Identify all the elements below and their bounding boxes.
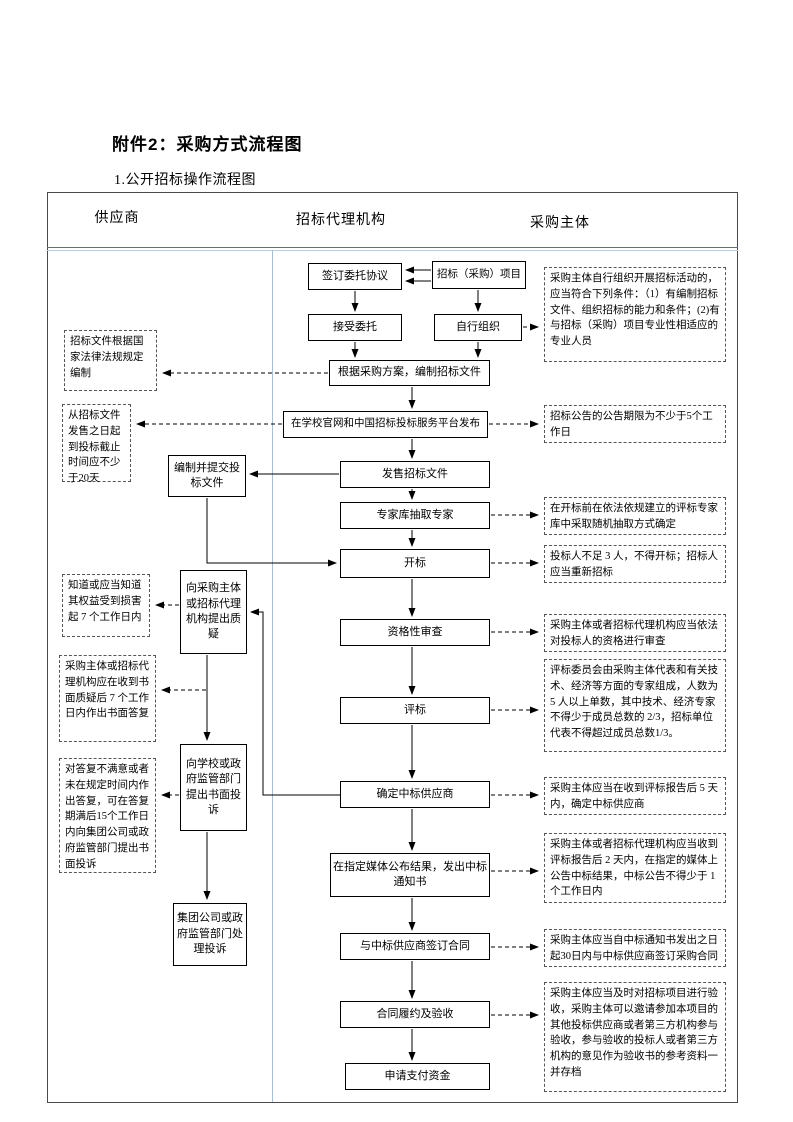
supplier-box-raise-query: 向采购主体或招标代理机构提出质疑 [180,570,247,654]
process-box-determine-winner: 确定中标供应商 [340,781,490,808]
note-self-organize-conditions: 采购主体自行组织开展招标活动的，应当符合下列条件：（1）有编制招标文件、组织招标… [544,267,726,362]
note-contract-within-30days: 采购主体应当自中标通知书发出之日起30日内与中标供应商签订采购合同 [544,929,726,967]
page-subtitle: 1.公开招标操作流程图 [114,173,256,188]
column-header-supplier: 供应商 [94,211,140,226]
note-docs-per-law: 招标文件根据国家法律法规规定编制 [64,330,157,391]
process-box-announce-result: 在指定媒体公布结果，发出中标通知书 [330,853,490,897]
column-header-agency: 招标代理机构 [296,213,386,228]
process-box-self-organize: 自行组织 [434,314,522,341]
note-qualification-by-law: 采购主体或者招标代理机构应当依法对投标人的资格进行审查 [544,614,726,652]
process-box-performance-acceptance: 合同履约及验收 [340,1001,490,1028]
note-evaluation-committee: 评标委员会由采购主体代表和有关技术、经济等方面的专家组成，人数为 5 人以上单数… [544,659,726,752]
header-rule [47,247,738,248]
process-box-draw-experts: 专家库抽取专家 [340,502,490,529]
process-box-publish: 在学校官网和中国招标投标服务平台发布 [283,411,488,438]
supplier-box-prepare-bid: 编制并提交投标文件 [168,455,246,497]
note-acceptance-procedure: 采购主体应当及时对招标项目进行验收，采购主体可以邀请参加本项目的其他投标供应商或… [544,982,726,1092]
process-box-qualification-review: 资格性审查 [340,619,490,646]
note-winner-within-5days: 采购主体应当在收到评标报告后 5 天内，确定中标供应商 [544,777,726,815]
note-query-7days: 知道或应当知道其权益受到损害起 7 个工作日内 [62,574,150,637]
note-min-three-bidders: 投标人不足 3 人，不得开标；招标人应当重新招标 [544,545,726,583]
note-announcement-period: 招标公告的公告期限为不少于5个工作日 [544,405,726,443]
supplier-box-handle-complaint: 集团公司或政府监管部门处理投诉 [173,903,247,966]
process-box-sign-contract: 与中标供应商签订合同 [340,933,490,960]
supplier-box-file-complaint: 向学校或政府监管部门提出书面投诉 [180,744,247,831]
note-reply-7days: 采购主体或招标代理机构应在收到书面质疑后 7 个工作日内作出书面答复 [59,655,156,742]
header-rule-light [47,250,738,251]
page-title: 附件2：采购方式流程图 [112,135,303,154]
process-box-prepare-docs: 根据采购方案，编制招标文件 [329,360,490,386]
note-sale-period-20days: 从招标文件发售之日起到投标截止时间应不少于20天 [62,404,131,484]
column-divider [272,250,273,1102]
process-box-accept-entrust: 接受委托 [308,314,402,341]
process-box-sell-docs: 发售招标文件 [340,461,490,488]
process-box-evaluate-bids: 评标 [340,697,490,724]
process-box-project: 招标（采购）项目 [432,261,526,289]
column-header-purchaser: 采购主体 [530,216,590,231]
note-complaint-15days: 对答复不满意或者未在规定时间内作出答复，可在答复期满后15个工作日内向集团公司或… [59,758,156,873]
process-box-request-payment: 申请支付资金 [345,1063,490,1090]
process-box-open-bids: 开标 [340,549,490,578]
note-announce-within-2days: 采购主体或者招标代理机构应当收到评标报告后 2 天内，在指定的媒体上公告中标结果… [544,833,726,903]
note-expert-random-draw: 在开标前在依法依规建立的评标专家库中采取随机抽取方式确定 [544,497,726,535]
process-box-sign-agreement: 签订委托协议 [308,263,402,290]
flowchart-frame [47,192,738,1103]
